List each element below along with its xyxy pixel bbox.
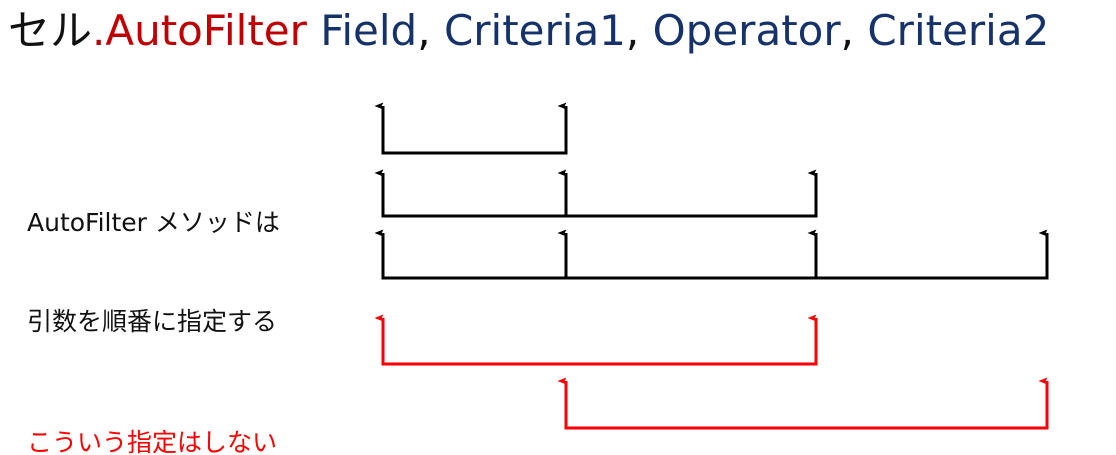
invalid-usage-caption-line1: こういう指定はしない — [27, 428, 278, 455]
valid-bracket-2 — [374, 169, 818, 218]
valid-usage-caption-line2: 引数を順番に指定する — [27, 307, 278, 336]
valid-bracket-1 — [374, 102, 568, 155]
title-token-9: Operator — [652, 6, 841, 55]
title-token-4: , — [417, 6, 431, 55]
invalid-usage-caption: こういう指定はしない — [27, 360, 277, 455]
title-token-1: .AutoFilter — [92, 6, 307, 55]
title-token-0: セル — [8, 6, 93, 55]
bracket-layer — [374, 102, 1049, 430]
title-token-10: , — [840, 6, 854, 55]
title-token-7: , — [625, 6, 640, 55]
title-token-6: Criteria1 — [443, 6, 626, 55]
invalid-bracket-1 — [374, 314, 818, 366]
page-title: セル.AutoFilter Field, Criteria1, Operator… — [8, 2, 1049, 60]
title-token-3: Field — [320, 6, 418, 55]
valid-bracket-3 — [374, 229, 1049, 280]
title-token-12: Criteria2 — [867, 6, 1050, 55]
invalid-bracket-2 — [557, 377, 1049, 430]
valid-usage-caption-line1: AutoFilter メソッドは — [27, 208, 280, 237]
valid-usage-caption: AutoFilter メソッドは 引数を順番に指定する — [27, 140, 280, 404]
